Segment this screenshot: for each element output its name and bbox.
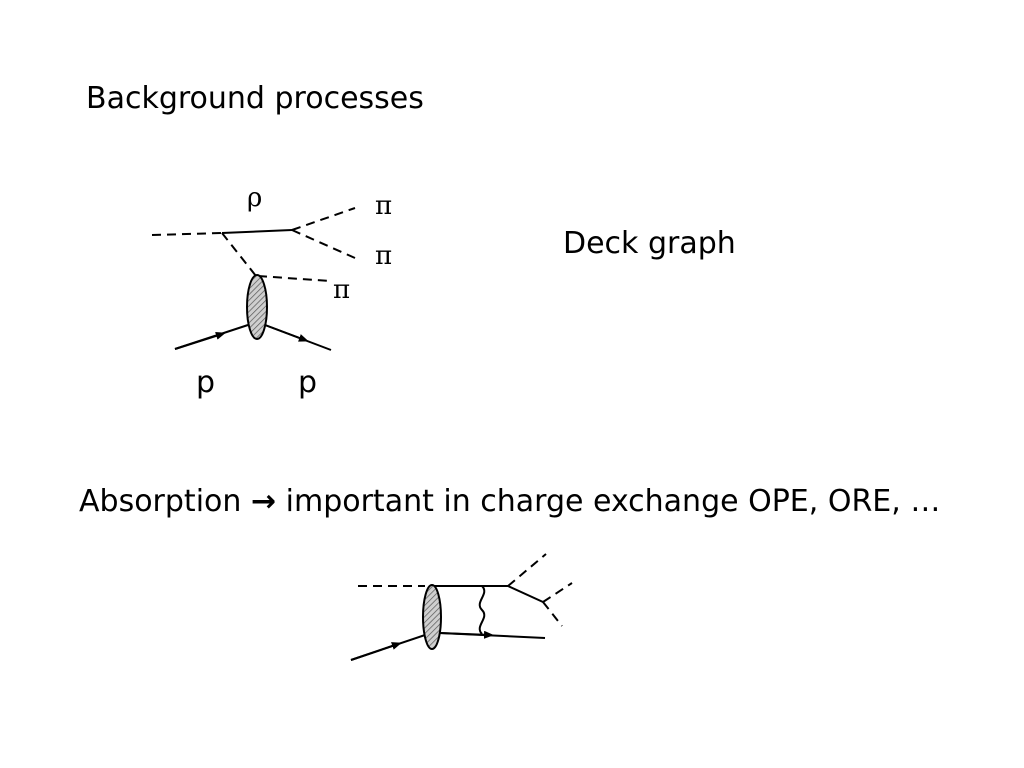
absorption-description: important in charge exchange OPE, ORE, … bbox=[285, 484, 941, 519]
pion-low-line bbox=[257, 275, 331, 282]
abs-pion-c-line bbox=[542, 601, 563, 627]
abs-wavy-exchange bbox=[478, 585, 486, 635]
proton-in-label: p bbox=[196, 365, 215, 400]
abs-interaction-blob bbox=[422, 584, 442, 650]
exchange-pion-line bbox=[221, 232, 257, 277]
pion-top-line bbox=[291, 207, 356, 231]
pion-mid-line bbox=[291, 229, 356, 259]
proton-out-arrow bbox=[264, 324, 309, 342]
rho-label: ρ bbox=[247, 183, 262, 213]
right-arrow-icon: → bbox=[250, 484, 277, 519]
absorption-statement: Absorption → important in charge exchang… bbox=[79, 487, 940, 517]
rho-propagator-line bbox=[221, 229, 293, 234]
incoming-pion-line bbox=[151, 232, 223, 236]
pi-low-label: π bbox=[333, 275, 350, 305]
interaction-blob bbox=[246, 274, 268, 340]
pi-top-label: π bbox=[375, 191, 392, 221]
absorption-label: Absorption bbox=[79, 484, 242, 519]
abs-proton-in-arrow bbox=[350, 642, 402, 661]
abs-rho-line bbox=[507, 585, 544, 603]
abs-pion-b-line bbox=[542, 582, 573, 603]
abs-pion-a-line bbox=[507, 553, 547, 587]
pi-mid-label: π bbox=[375, 241, 392, 271]
proton-in-arrow bbox=[174, 332, 226, 350]
proton-out-label: p bbox=[298, 365, 317, 400]
deck-graph-caption: Deck graph bbox=[563, 226, 736, 261]
slide-title: Background processes bbox=[86, 81, 424, 116]
abs-lower-arrow bbox=[439, 630, 494, 639]
